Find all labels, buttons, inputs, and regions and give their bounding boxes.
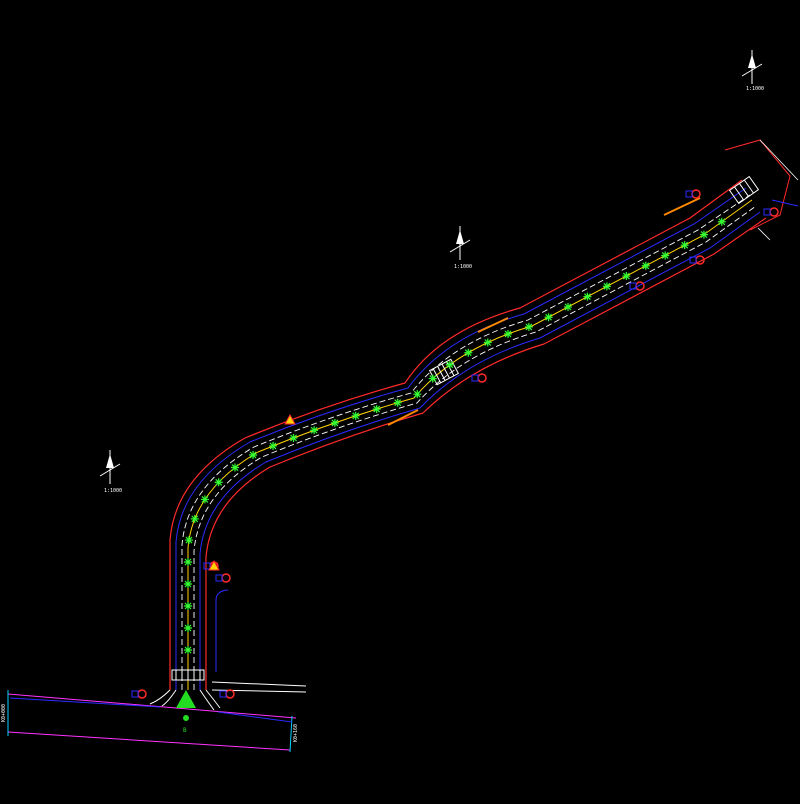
upper-junction bbox=[724, 139, 799, 241]
scale-label: 1:1000 bbox=[746, 86, 764, 92]
tree-icon bbox=[190, 514, 199, 523]
scale-label: 1:1000 bbox=[104, 488, 122, 494]
tree-icon bbox=[269, 441, 278, 450]
tree-icon bbox=[428, 374, 437, 383]
tree-icon bbox=[230, 463, 239, 472]
tree-icon bbox=[184, 624, 192, 632]
tree-icon bbox=[483, 338, 492, 347]
tree-icon bbox=[464, 348, 473, 357]
tree-icon bbox=[289, 433, 298, 442]
cross-road: K0+000 K0+160 bbox=[1, 690, 299, 753]
tree-icon bbox=[680, 241, 689, 250]
tree-icon bbox=[310, 426, 319, 435]
tree-icon bbox=[717, 217, 726, 226]
tree-icon bbox=[184, 602, 192, 610]
left-road-end-label: K0+000 bbox=[1, 704, 7, 722]
tree-icon bbox=[330, 418, 339, 427]
traffic-sign-icon bbox=[763, 207, 779, 217]
north-arrows: 1:1000 1:1000 1:1000 bbox=[99, 50, 764, 494]
tree-icon bbox=[184, 646, 192, 654]
tree-icon bbox=[184, 580, 192, 588]
traffic-sign-icon bbox=[689, 255, 705, 265]
tree-icon bbox=[564, 302, 573, 311]
tree-icon bbox=[372, 405, 381, 414]
tree-icon bbox=[445, 360, 454, 369]
north-arrow-icon: 1:1000 bbox=[741, 50, 764, 92]
tree-icon bbox=[200, 495, 209, 504]
traffic-sign-icon bbox=[471, 373, 487, 383]
orange-marks bbox=[387, 197, 701, 426]
north-arrow-icon: 1:1000 bbox=[449, 226, 472, 270]
junction-label: B bbox=[183, 727, 187, 734]
north-arrow-icon: 1:1000 bbox=[99, 450, 122, 494]
right-road-end-label: K0+160 bbox=[293, 724, 299, 742]
tree-icon bbox=[622, 272, 631, 281]
tree-icon bbox=[544, 313, 553, 322]
tree-icon bbox=[249, 450, 258, 459]
tree-icon bbox=[524, 322, 533, 331]
traffic-sign-icon bbox=[219, 689, 235, 699]
traffic-sign-icon bbox=[629, 281, 645, 291]
warning-sign-icon bbox=[208, 559, 220, 571]
junction-arrow-icon: B bbox=[176, 690, 196, 734]
tree-markers bbox=[184, 217, 726, 654]
traffic-sign-icon bbox=[685, 189, 701, 199]
tree-icon bbox=[351, 411, 360, 420]
tree-icon bbox=[583, 292, 592, 301]
tree-icon bbox=[413, 390, 422, 399]
scale-label: 1:1000 bbox=[454, 264, 472, 270]
traffic-sign-icon bbox=[215, 573, 231, 583]
tree-icon bbox=[393, 398, 402, 407]
traffic-sign-icon bbox=[131, 689, 147, 699]
tree-icon bbox=[214, 478, 223, 487]
tree-icon bbox=[504, 329, 513, 338]
tree-icon bbox=[184, 536, 193, 545]
tree-icon bbox=[661, 251, 670, 260]
tree-icon bbox=[602, 282, 611, 291]
tree-icon bbox=[184, 558, 192, 566]
tree-icon bbox=[699, 230, 708, 239]
traffic-signs bbox=[131, 189, 779, 699]
warning-sign-icon bbox=[284, 413, 296, 425]
tree-icon bbox=[641, 261, 650, 270]
